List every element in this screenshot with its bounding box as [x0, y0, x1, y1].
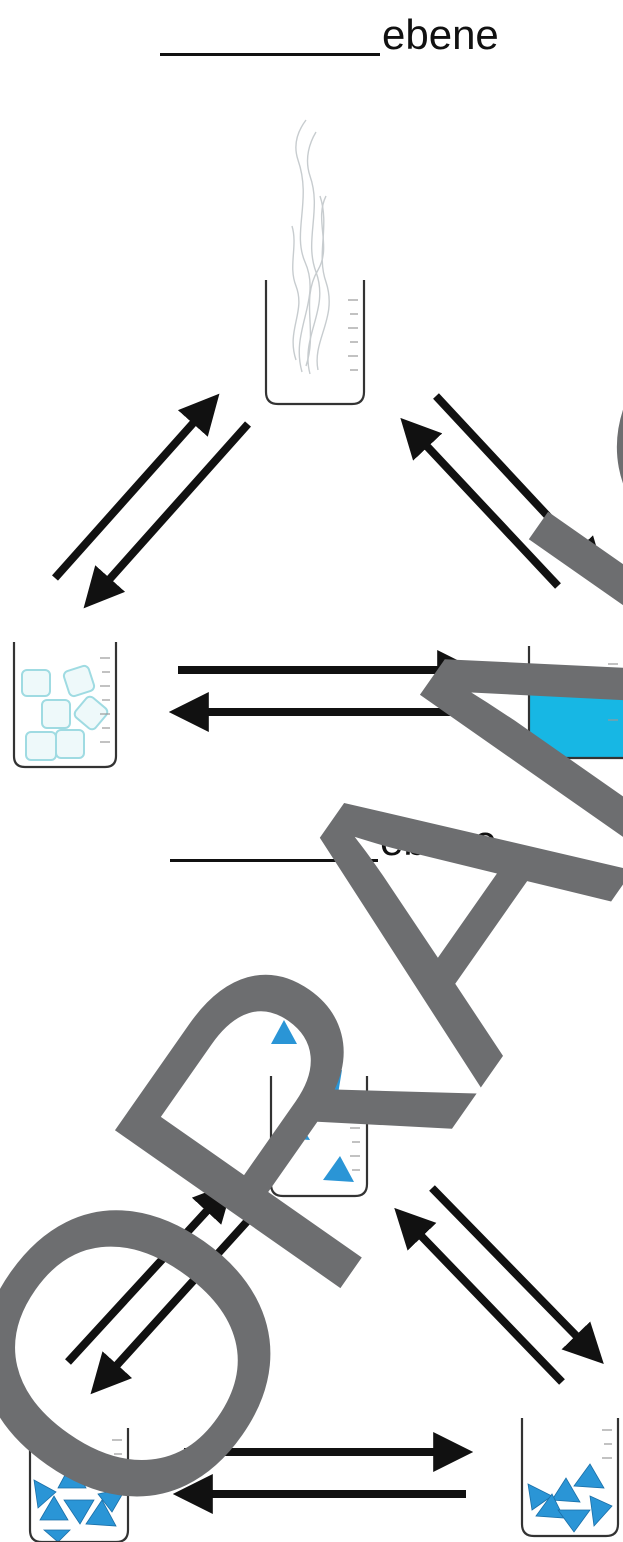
- arrow-solid-to-gas: [52, 393, 220, 581]
- solid-beaker-icon: [12, 642, 118, 769]
- arrow-gas-to-liquid: [433, 393, 606, 579]
- bottom-heading-suffix: ebene: [380, 817, 497, 864]
- top-heading: ebene: [160, 14, 499, 56]
- particle-gas-beaker-icon: [269, 1020, 369, 1198]
- top-arrows: [52, 393, 606, 732]
- arrow-particle-gas-to-solid: [90, 1213, 255, 1395]
- arrow-particle-solid-to-gas: [65, 1181, 234, 1365]
- particle-solid-beaker-icon: [28, 1428, 130, 1542]
- arrow-particle-liquid-to-gas: [394, 1207, 565, 1385]
- bottom-heading-blank: [170, 859, 378, 862]
- arrow-gas-to-solid: [83, 421, 251, 609]
- smoke-plume: [291, 119, 330, 375]
- bottom-arrows: [65, 1181, 604, 1514]
- gas-beaker-icon: [264, 119, 366, 406]
- particle-liquid-beaker-icon: [520, 1418, 620, 1538]
- liquid-beaker-icon: [527, 646, 623, 760]
- bottom-heading: ebene: [170, 820, 497, 862]
- top-heading-blank: [160, 53, 380, 56]
- arrow-particle-gas-to-liquid: [429, 1185, 604, 1365]
- top-heading-suffix: ebene: [382, 11, 499, 58]
- arrow-liquid-to-gas: [400, 417, 561, 589]
